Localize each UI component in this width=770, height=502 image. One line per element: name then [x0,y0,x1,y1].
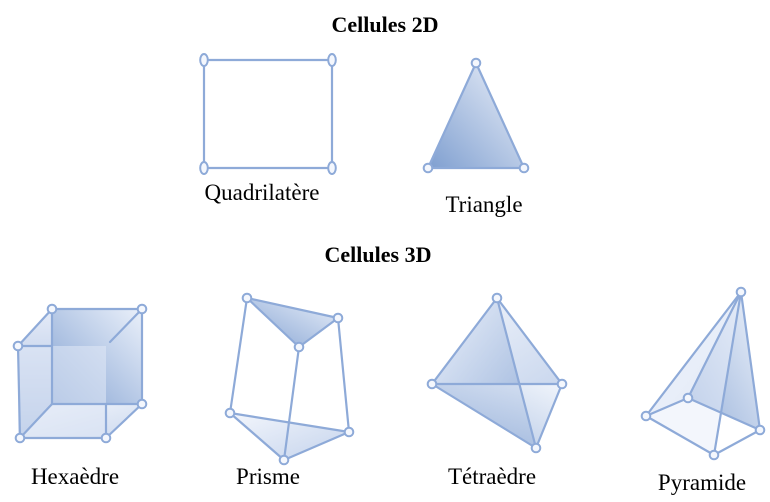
tetrahedron-cell [426,292,568,454]
label-tetrahedron: Tétraèdre [448,464,536,489]
triangle-cell [422,57,530,174]
label-triangle: Triangle [445,192,522,217]
section-title-2d: Cellules 2D [332,12,439,37]
quadrilateral-cell [199,53,337,175]
label-pyramid: Pyramide [658,470,746,495]
hexahedron-cell [12,303,148,444]
label-quadrilateral: Quadrilatère [205,180,320,205]
pyramid-cell [640,286,766,461]
label-prism: Prisme [236,464,300,489]
prism-cell [224,292,355,466]
label-hexahedron: Hexaèdre [31,464,119,489]
section-title-3d: Cellules 3D [325,242,432,267]
